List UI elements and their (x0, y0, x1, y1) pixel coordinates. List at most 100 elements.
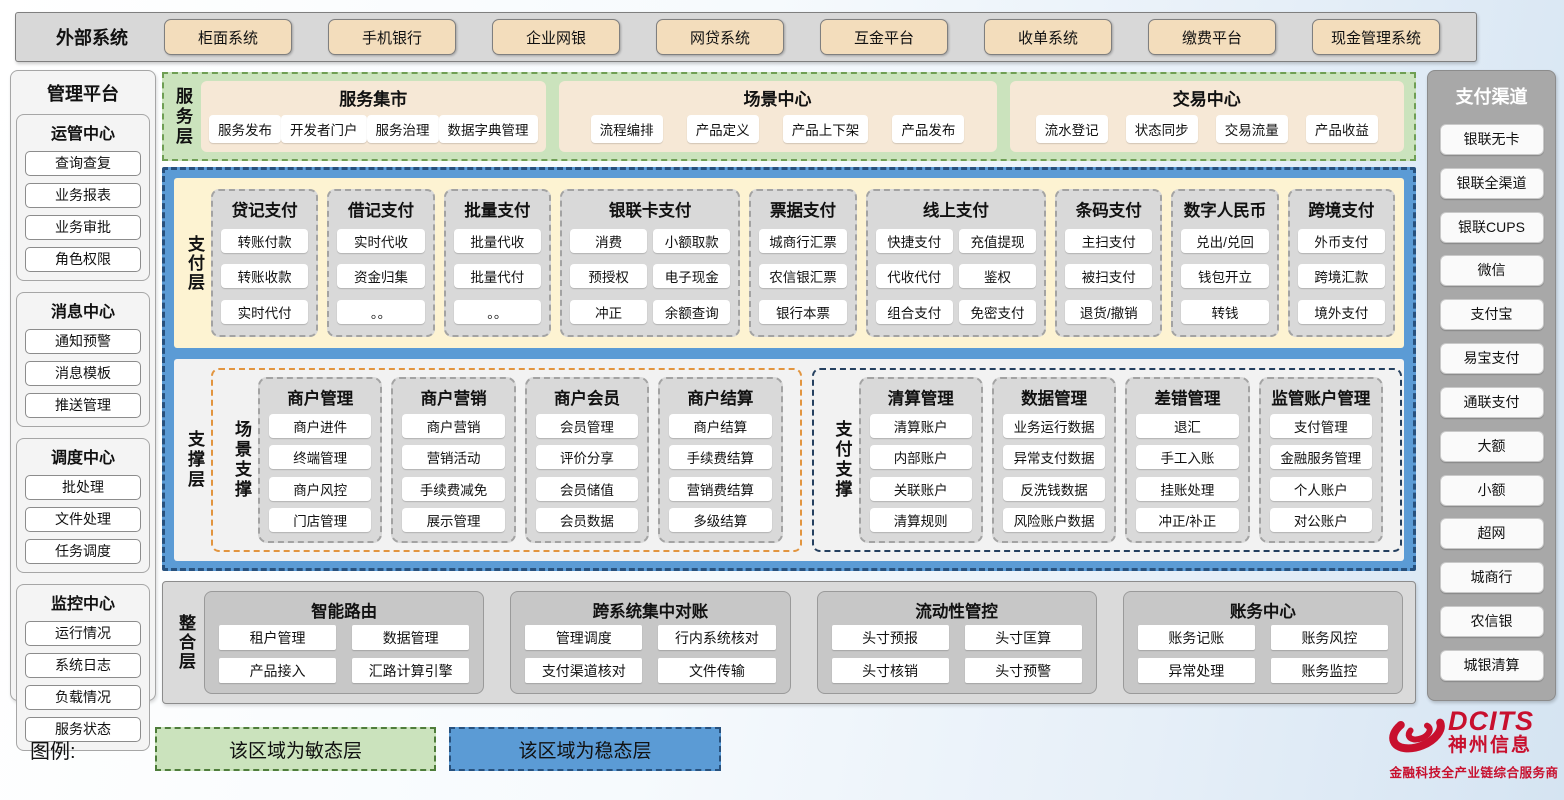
management-item-button[interactable]: 服务状态 (25, 717, 141, 742)
external-system-button[interactable]: 企业网银 (492, 19, 620, 55)
support-item-button[interactable]: 冲正/补正 (1136, 508, 1239, 533)
management-item-button[interactable]: 消息模板 (25, 361, 141, 386)
integration-item-button[interactable]: 管理调度 (525, 625, 643, 650)
external-system-button[interactable]: 缴费平台 (1148, 19, 1276, 55)
support-item-button[interactable]: 清算账户 (869, 413, 972, 438)
service-item-button[interactable]: 开发者门户 (281, 115, 367, 143)
management-item-button[interactable]: 角色权限 (25, 247, 141, 272)
management-item-button[interactable]: 推送管理 (25, 393, 141, 418)
payment-channel-button[interactable]: 小额 (1439, 474, 1544, 506)
support-item-button[interactable]: 手工入账 (1136, 445, 1239, 470)
support-item-button[interactable]: 对公账户 (1269, 508, 1372, 533)
payment-item-button[interactable]: 农信银汇票 (759, 264, 847, 288)
payment-item-button[interactable]: 。。 (453, 299, 541, 324)
payment-channel-button[interactable]: 银联CUPS (1439, 211, 1544, 243)
management-item-button[interactable]: 运行情况 (25, 621, 141, 646)
payment-item-button[interactable]: 转钱 (1181, 299, 1269, 324)
payment-item-button[interactable]: 鉴权 (958, 264, 1037, 288)
external-system-button[interactable]: 手机银行 (328, 19, 456, 55)
payment-channel-button[interactable]: 城商行 (1439, 562, 1544, 594)
support-item-button[interactable]: 门店管理 (269, 508, 372, 533)
payment-item-button[interactable]: 钱包开立 (1181, 264, 1269, 288)
integration-item-button[interactable]: 头寸匡算 (964, 625, 1082, 650)
integration-item-button[interactable]: 文件传输 (658, 658, 776, 683)
integration-item-button[interactable]: 异常处理 (1137, 658, 1255, 683)
integration-item-button[interactable]: 产品接入 (219, 658, 337, 683)
management-item-button[interactable]: 文件处理 (25, 507, 141, 532)
payment-item-button[interactable]: 外币支付 (1297, 228, 1386, 253)
payment-item-button[interactable]: 快捷支付 (875, 228, 953, 253)
payment-item-button[interactable]: 转账付款 (221, 228, 309, 253)
payment-item-button[interactable]: 批量代付 (453, 264, 541, 288)
payment-item-button[interactable]: 消费 (569, 228, 648, 253)
management-item-button[interactable]: 业务报表 (25, 183, 141, 208)
payment-item-button[interactable]: 城商行汇票 (759, 228, 847, 253)
service-item-button[interactable]: 流程编排 (590, 115, 663, 143)
integration-item-button[interactable]: 账务风控 (1270, 625, 1388, 650)
integration-item-button[interactable]: 汇路计算引擎 (352, 658, 470, 683)
management-item-button[interactable]: 业务审批 (25, 215, 141, 240)
payment-item-button[interactable]: 电子现金 (653, 264, 731, 288)
management-item-button[interactable]: 系统日志 (25, 653, 141, 678)
payment-channel-button[interactable]: 通联支付 (1439, 386, 1544, 418)
service-item-button[interactable]: 服务发布 (209, 115, 281, 143)
support-item-button[interactable]: 金融服务管理 (1269, 445, 1372, 470)
management-item-button[interactable]: 任务调度 (25, 539, 141, 564)
payment-item-button[interactable]: 冲正 (569, 299, 648, 324)
integration-item-button[interactable]: 头寸预报 (831, 625, 949, 650)
external-system-button[interactable]: 柜面系统 (164, 19, 292, 55)
payment-item-button[interactable]: 境外支付 (1297, 299, 1386, 324)
external-system-button[interactable]: 网贷系统 (656, 19, 784, 55)
payment-item-button[interactable]: 被扫支付 (1065, 264, 1153, 288)
payment-item-button[interactable]: 组合支付 (875, 299, 953, 324)
support-item-button[interactable]: 异常支付数据 (1002, 445, 1106, 470)
support-item-button[interactable]: 个人账户 (1269, 476, 1372, 501)
integration-item-button[interactable]: 支付渠道核对 (525, 658, 643, 683)
payment-item-button[interactable]: 小额取款 (653, 228, 731, 253)
service-item-button[interactable]: 数据字典管理 (438, 115, 538, 143)
service-item-button[interactable]: 流水登记 (1035, 115, 1108, 143)
payment-channel-button[interactable]: 支付宝 (1439, 299, 1544, 331)
payment-item-button[interactable]: 充值提现 (958, 228, 1037, 253)
external-system-button[interactable]: 收单系统 (984, 19, 1112, 55)
payment-channel-button[interactable]: 城银清算 (1439, 649, 1544, 681)
support-item-button[interactable]: 营销费结算 (669, 476, 772, 501)
integration-item-button[interactable]: 账务监控 (1270, 658, 1388, 683)
payment-item-button[interactable]: 批量代收 (453, 228, 541, 253)
support-item-button[interactable]: 会员数据 (535, 508, 639, 533)
management-item-button[interactable]: 通知预警 (25, 329, 141, 354)
support-item-button[interactable]: 内部账户 (869, 445, 972, 470)
support-item-button[interactable]: 评价分享 (535, 445, 639, 470)
payment-item-button[interactable]: 兑出/兑回 (1181, 228, 1269, 253)
management-item-button[interactable]: 负载情况 (25, 685, 141, 710)
support-item-button[interactable]: 支付管理 (1269, 413, 1372, 438)
support-item-button[interactable]: 手续费减免 (402, 476, 505, 501)
support-item-button[interactable]: 商户风控 (269, 476, 372, 501)
service-item-button[interactable]: 交易流量 (1215, 115, 1288, 143)
payment-channel-button[interactable]: 农信银 (1439, 606, 1544, 638)
service-item-button[interactable]: 产品上下架 (782, 115, 869, 143)
service-item-button[interactable]: 产品发布 (892, 115, 965, 143)
payment-item-button[interactable]: 免密支付 (958, 299, 1037, 324)
external-system-button[interactable]: 现金管理系统 (1312, 19, 1440, 55)
support-item-button[interactable]: 营销活动 (402, 445, 505, 470)
management-item-button[interactable]: 批处理 (25, 475, 141, 500)
payment-item-button[interactable]: 代收代付 (875, 264, 953, 288)
support-item-button[interactable]: 会员管理 (535, 413, 639, 438)
integration-item-button[interactable]: 账务记账 (1137, 625, 1255, 650)
integration-item-button[interactable]: 数据管理 (352, 625, 470, 650)
support-item-button[interactable]: 关联账户 (869, 476, 972, 501)
service-item-button[interactable]: 产品定义 (686, 115, 759, 143)
support-item-button[interactable]: 业务运行数据 (1002, 413, 1106, 438)
service-item-button[interactable]: 状态同步 (1125, 115, 1198, 143)
support-item-button[interactable]: 会员储值 (535, 476, 639, 501)
payment-channel-button[interactable]: 微信 (1439, 255, 1544, 287)
management-item-button[interactable]: 查询查复 (25, 151, 141, 176)
support-item-button[interactable]: 退汇 (1136, 413, 1239, 438)
payment-item-button[interactable]: 跨境汇款 (1297, 264, 1386, 288)
payment-item-button[interactable]: 银行本票 (759, 299, 847, 324)
support-item-button[interactable]: 多级结算 (669, 508, 772, 533)
external-system-button[interactable]: 互金平台 (820, 19, 948, 55)
payment-item-button[interactable]: 资金归集 (337, 264, 425, 288)
integration-item-button[interactable]: 头寸核销 (831, 658, 949, 683)
